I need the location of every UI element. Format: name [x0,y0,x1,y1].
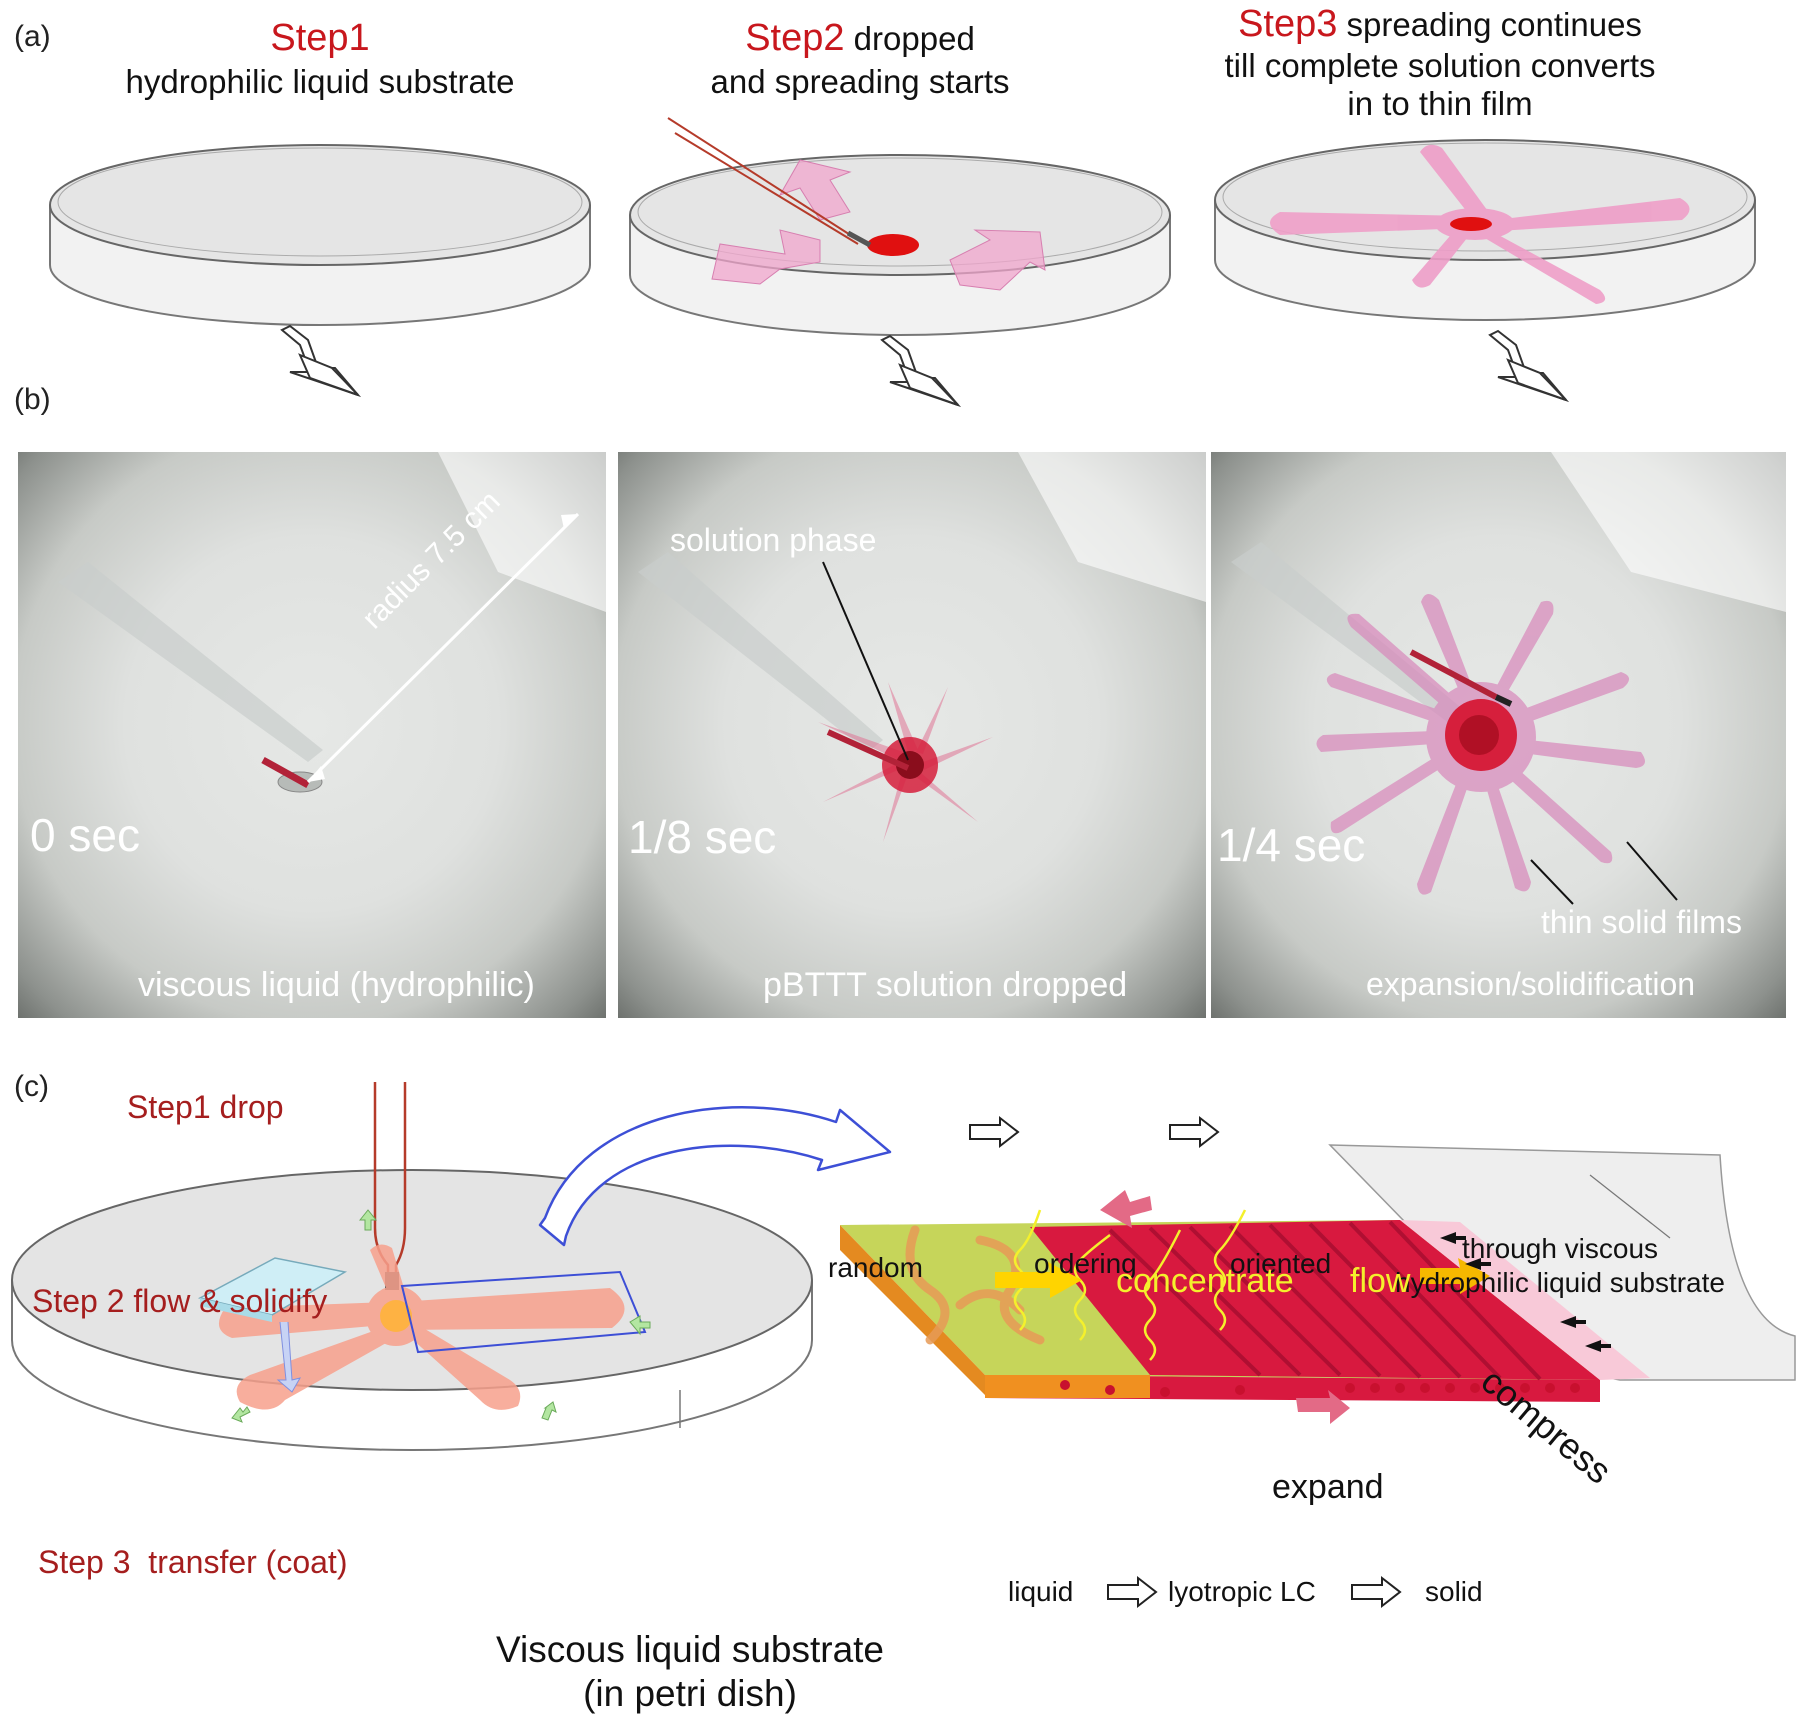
spread-arrow-up [778,159,852,221]
down-arrow-1 [280,324,362,398]
step3-title: Step3 spreading continues till complete … [1160,3,1720,123]
flower-film [218,1244,625,1410]
time-label-2: 1/4 sec [1217,819,1366,871]
step3-desc2: till complete solution converts [1224,46,1656,84]
small-green-arrows [231,1209,651,1423]
flow-label: flow [1350,1262,1411,1300]
photo-0-sec: radius 7.5 cm 0 sec viscous liquid (hydr… [18,452,606,1018]
flower-center [380,1300,412,1332]
caption-2: expansion/solidification [1366,966,1696,1002]
glass-slide [197,1257,348,1393]
step2-title: Step2 dropped and spreading starts [600,17,1120,100]
bottom-flow-arrows [1107,1575,1402,1609]
step3-desc1: spreading continues [1337,6,1642,43]
pipette-line-2 [674,132,859,245]
concentrate-label: concentrate [1116,1262,1294,1300]
substrate-line1: Viscous liquid substrate [495,1629,885,1670]
down-arrow-3 [1488,329,1570,403]
film-center-drop [1450,217,1492,231]
step2-desc2: and spreading starts [710,62,1010,100]
solid-label: solid [1425,1576,1483,1607]
ordering-label: ordering [1034,1248,1137,1279]
pink-up-arrow [1100,1190,1152,1228]
random-label: random [828,1252,923,1283]
step1-title: Step1 hydrophilic liquid substrate [60,17,580,100]
step1-drop-label: Step1 drop [127,1089,284,1125]
panel-a-drawings [49,117,1756,408]
down-arrow-2 [880,334,962,408]
top-flow-arrows [969,1115,1220,1149]
panel-c-drawings [11,1082,1796,1609]
through-line2: hydrophilic liquid substrate [1395,1266,1725,1298]
photo-1-4-scene [1231,452,1786,905]
evaporation-arrows [1013,1209,1247,1361]
pipette-tip [846,230,872,248]
step3-label: Step3 [1238,3,1338,45]
selection-box [400,1270,647,1354]
panel-a-label: (a) [14,20,51,53]
through-label: through viscous hydrophilic liquid subst… [1360,1232,1760,1299]
solution-phase-annotation: solution phase [670,522,877,558]
petri-dish-1 [49,144,591,326]
front-dots [1060,1380,1580,1397]
step1-label: Step1 [270,17,370,59]
caption-0: viscous liquid (hydrophilic) [138,966,535,1004]
photo-1-8-scene [638,452,1206,842]
step2-flow-label: Step 2 flow & solidify [32,1283,328,1319]
time-label-0: 0 sec [30,809,140,861]
yellow-flow-arrow-1 [995,1262,1082,1298]
expand-arrow [1296,1390,1350,1424]
photo-1-4-sec: 1/4 sec thin solid films expansion/solid… [1211,452,1786,1018]
photo-1-8-sec: solution phase 1/8 sec pBTTT solution dr… [618,452,1206,1018]
pipette-line-1 [667,117,856,239]
substrate-line2: (in petri dish) [583,1673,797,1715]
step2-desc1: dropped [844,20,975,57]
ordered-rods [1108,1220,1542,1381]
time-label-1: 1/8 sec [628,811,777,863]
yellow-flow-arrow-2 [1420,1258,1490,1294]
lyotropic-lc-label: lyotropic LC [1168,1576,1316,1607]
photo-0-scene [58,452,606,793]
spread-arrow-left [711,229,821,285]
petri-dish-3 [1214,139,1756,321]
panel-b-label: (b) [14,383,51,416]
petri-dish-2 [629,117,1171,336]
step3-transfer-label: Step 3 transfer (coat) [38,1544,348,1580]
compress-arrows [1440,1232,1611,1352]
liquid-label: liquid [1008,1576,1074,1607]
step2-label: Step2 [745,17,845,59]
substrate-label: Viscous liquid substrate (in petri dish) [455,1628,925,1717]
step3-desc3: in to thin film [1347,85,1533,123]
thin-films-annotation: thin solid films [1541,904,1742,940]
spread-arrow-right [949,229,1046,291]
random-coils [905,1225,1045,1345]
caption-1: pBTTT solution dropped [763,966,1128,1004]
panel-c-label: (c) [14,1070,49,1103]
expand-label: expand [1272,1468,1384,1506]
oriented-label: oriented [1230,1248,1332,1279]
step1-desc: hydrophilic liquid substrate [125,62,515,100]
through-line1: through viscous [1461,1233,1659,1264]
solution-drop [867,234,919,256]
curved-double-arrow [538,1106,892,1247]
